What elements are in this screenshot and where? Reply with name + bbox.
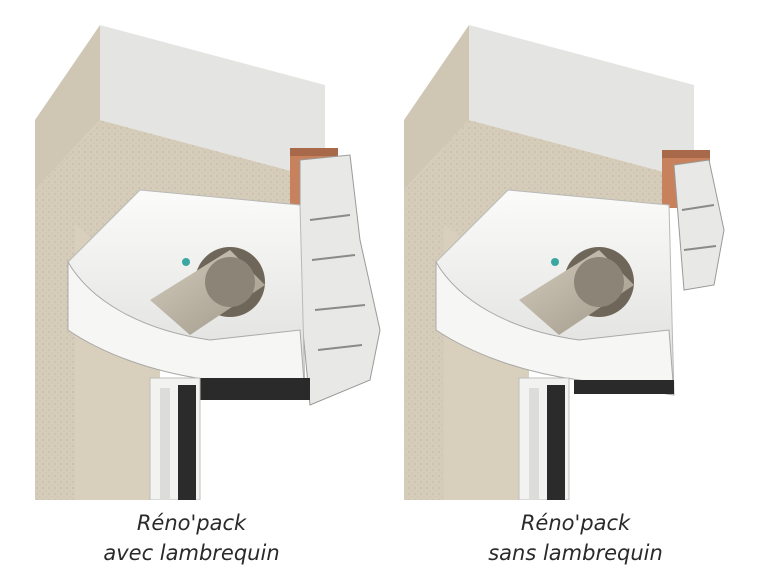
illustration-without-pelmet [384, 0, 767, 500]
caption-with-pelmet: Réno'pack avec lambrequin [0, 508, 383, 568]
caption-without-pelmet: Réno'pack sans lambrequin [384, 508, 767, 568]
illustration-with-pelmet [0, 0, 383, 500]
caption-product-name: Réno'pack [520, 511, 631, 535]
caption-variant: sans lambrequin [488, 541, 663, 565]
caption-variant: avec lambrequin [103, 541, 280, 565]
caption-product-name: Réno'pack [136, 511, 247, 535]
